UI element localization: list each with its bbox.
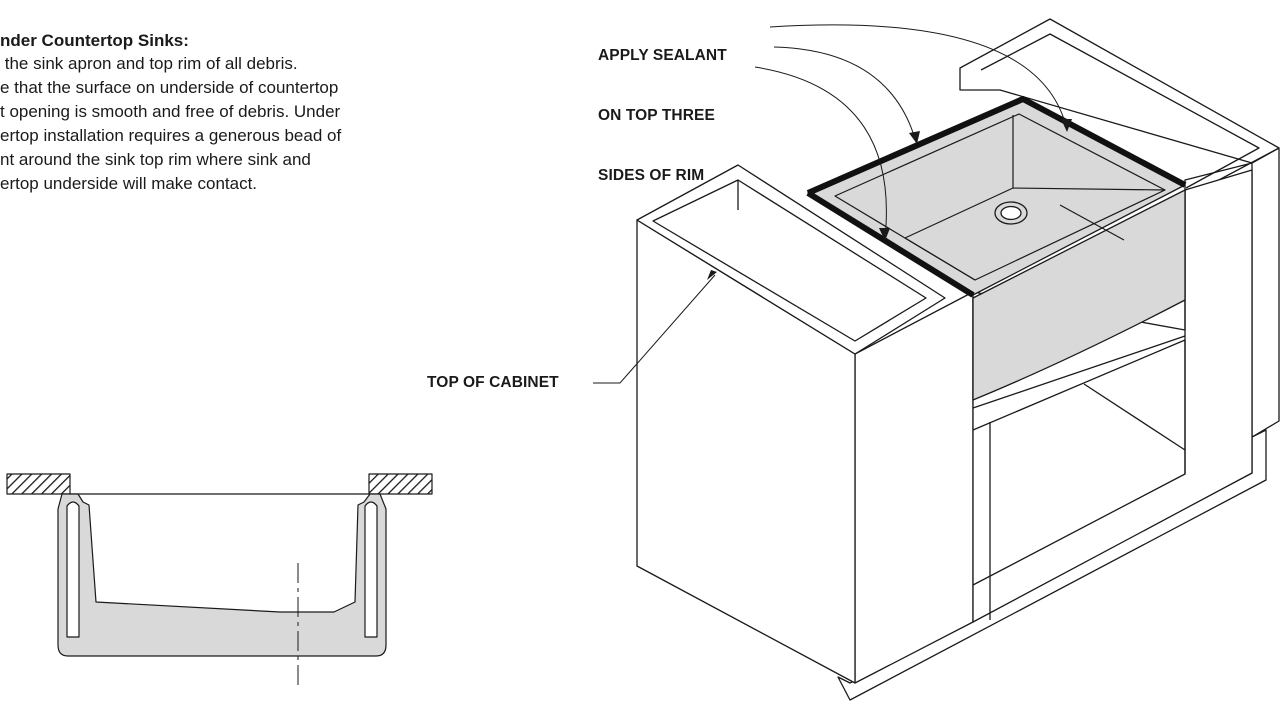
- countertop-hatch-left: [6, 473, 71, 495]
- arrowhead-icon: [707, 270, 717, 280]
- sink-section-view: [6, 473, 433, 690]
- sealant-leader-3: [754, 66, 887, 239]
- right-wall-cavity: [364, 501, 378, 638]
- instructions-block: nder Countertop Sinks: the sink apron an…: [0, 30, 520, 196]
- countertop-hatch-right: [368, 473, 433, 495]
- instructions-heading: nder Countertop Sinks:: [0, 31, 189, 50]
- left-cabinet-inner-top: [652, 179, 927, 342]
- arrowhead-icon: [909, 131, 920, 144]
- sink-section-profile: [57, 493, 387, 657]
- sink-inner-walls: [904, 115, 1166, 281]
- right-cabinet-side: [1251, 147, 1280, 438]
- callout-leaders: [593, 24, 1068, 384]
- arrowhead-icon: [879, 228, 890, 241]
- arrowheads: [707, 119, 1072, 280]
- instruction-line: ertop installation requires a generous b…: [0, 126, 342, 145]
- right-cabinet-top: [959, 18, 1280, 199]
- cabinet-shelf: [972, 335, 1186, 586]
- sealant-callout-line: SIDES OF RIM: [598, 167, 705, 184]
- sink-apron: [972, 189, 1186, 401]
- instruction-line: nt around the sink top rim where sink an…: [0, 150, 311, 169]
- drain-inner-icon: [1000, 205, 1022, 221]
- sealant-callout-line: ON TOP THREE: [598, 107, 715, 124]
- right-cabinet-inner-top: [980, 33, 1260, 189]
- instruction-line: e that the surface on underside of count…: [0, 78, 339, 97]
- cabinet-leader: [593, 274, 716, 384]
- sealant-leader-1: [769, 24, 1068, 131]
- instruction-line: the sink apron and top rim of all debris…: [0, 54, 298, 73]
- instruction-line: ertop underside will make contact.: [0, 174, 258, 193]
- arrowhead-icon: [1061, 119, 1072, 132]
- left-cabinet-top: [636, 164, 946, 355]
- left-cabinet-front: [854, 291, 974, 684]
- top-of-cabinet-callout: TOP OF CABINET: [427, 374, 559, 391]
- sealant-leader-2: [773, 46, 917, 143]
- cabinet-isometric: [636, 18, 1280, 701]
- sealant-callout: APPLY SEALANT ON TOP THREE SIDES OF RIM: [598, 6, 727, 206]
- sealant-callout-line: APPLY SEALANT: [598, 47, 727, 64]
- instruction-line: t opening is smooth and free of debris. …: [0, 102, 341, 121]
- left-wall-cavity: [66, 501, 80, 638]
